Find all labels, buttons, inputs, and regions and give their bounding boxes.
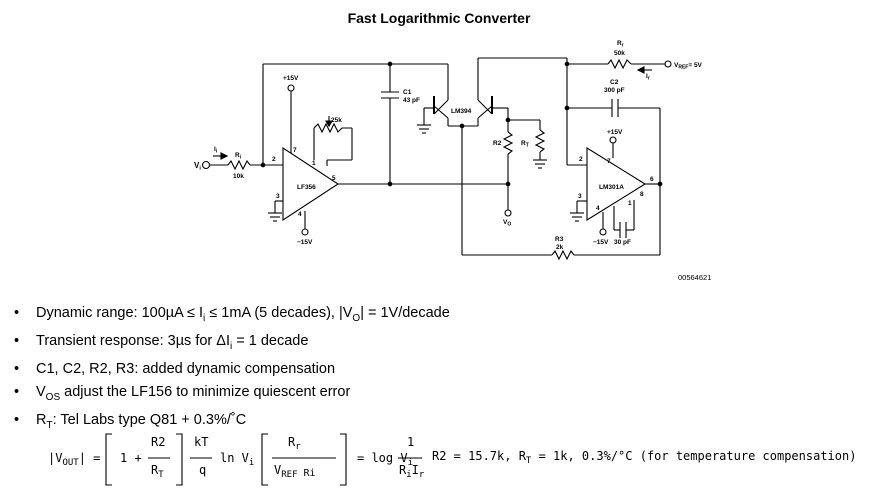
svg-text:q: q <box>199 463 206 477</box>
svg-text:R2: R2 <box>151 435 165 449</box>
svg-text:LM301A: LM301A <box>599 184 624 191</box>
svg-text:2k: 2k <box>556 244 564 251</box>
vo-terminal <box>504 209 512 217</box>
svg-text:1: 1 <box>312 160 316 167</box>
figure-id: 00564621 <box>678 273 711 282</box>
svg-text:Ri: Ri <box>235 152 242 161</box>
r2-resistor <box>502 131 514 155</box>
svg-text:10k: 10k <box>233 173 244 180</box>
vref-terminal <box>664 60 672 68</box>
svg-text:+15V: +15V <box>607 129 623 136</box>
svg-text:1: 1 <box>628 200 632 207</box>
svg-text:kT: kT <box>194 435 208 449</box>
page-title: Fast Logarithmic Converter <box>347 10 531 26</box>
svg-text:Ii: Ii <box>214 146 218 155</box>
svg-text:−15V: −15V <box>297 239 313 246</box>
svg-text:|VOUT| =: |VOUT| = <box>48 451 100 468</box>
bullet-item: •VOS adjust the LF156 to minimize quiesc… <box>14 383 351 403</box>
rt-resistor <box>534 129 546 153</box>
svg-text:R2 = 15.7k, RT = 1k, 0.3%/°C (: R2 = 15.7k, RT = 1k, 0.3%/°C (for temper… <box>432 449 856 466</box>
svg-text:4: 4 <box>596 205 600 212</box>
svg-text:30 pF: 30 pF <box>614 239 631 246</box>
svg-text:25k: 25k <box>331 117 342 124</box>
ri-resistor <box>227 159 251 171</box>
svg-text:Rr: Rr <box>288 435 301 452</box>
svg-text:3: 3 <box>276 193 280 200</box>
svg-text:1: 1 <box>407 435 414 449</box>
vi-terminal <box>201 160 211 170</box>
bullet-item: •RT: Tel Labs type Q81 + 0.3%/˚C <box>14 411 247 431</box>
svg-text:LM394: LM394 <box>451 108 472 115</box>
svg-text:VREF= 5V: VREF= 5V <box>674 62 703 71</box>
svg-text:7: 7 <box>607 158 611 165</box>
svg-text:6: 6 <box>650 176 654 183</box>
svg-text:R3: R3 <box>555 236 564 243</box>
schematic-diagram: Vi Ii Ri 10k +15V −15V 25k LF356 C1 43 p… <box>194 40 711 282</box>
bullet-item: •C1, C2, R2, R3: added dynamic compensat… <box>14 360 336 377</box>
pot-25k <box>313 122 352 134</box>
lf356-opamp <box>282 146 340 222</box>
r3-resistor <box>551 249 575 261</box>
svg-text:Rr: Rr <box>617 40 624 49</box>
svg-text:3: 3 <box>578 193 582 200</box>
bullet-list: •Dynamic range: 100µA ≤ Ii ≤ 1mA (5 deca… <box>14 302 450 437</box>
svg-text:8: 8 <box>640 191 644 198</box>
svg-text:−15V: −15V <box>593 239 609 246</box>
svg-text:= log Vi: = log Vi <box>357 451 413 468</box>
svg-text:VO: VO <box>503 219 511 228</box>
svg-text:2: 2 <box>579 156 583 163</box>
svg-text:RiIr: RiIr <box>399 463 425 480</box>
svg-text:1 +: 1 + <box>120 451 142 465</box>
svg-text:RT: RT <box>151 463 164 480</box>
bullet-item: •Dynamic range: 100µA ≤ Ii ≤ 1mA (5 deca… <box>14 305 450 324</box>
bullet-item: •Transient response: 3µs for ΔIi = 1 dec… <box>14 332 309 352</box>
svg-text:Ir: Ir <box>646 73 650 82</box>
svg-text:C2: C2 <box>610 79 619 86</box>
svg-text:2: 2 <box>272 156 276 163</box>
svg-text:LF356: LF356 <box>297 184 316 191</box>
svg-text:C1: C1 <box>403 89 412 96</box>
svg-text:50k: 50k <box>614 50 625 57</box>
svg-text:43 pF: 43 pF <box>403 97 420 104</box>
svg-text:RT: RT <box>521 140 529 149</box>
svg-text:ln Vi: ln Vi <box>220 451 254 468</box>
lm301a-opamp <box>586 147 647 221</box>
svg-text:5: 5 <box>332 175 336 182</box>
svg-text:+15V: +15V <box>283 75 299 82</box>
svg-text:VREF Ri: VREF Ri <box>274 463 316 480</box>
svg-text:Vi: Vi <box>194 161 201 172</box>
rr-resistor <box>607 58 632 70</box>
svg-text:7: 7 <box>293 147 297 154</box>
svg-text:4: 4 <box>298 211 302 218</box>
svg-text:R2: R2 <box>493 140 502 147</box>
svg-text:300 pF: 300 pF <box>604 87 625 94</box>
